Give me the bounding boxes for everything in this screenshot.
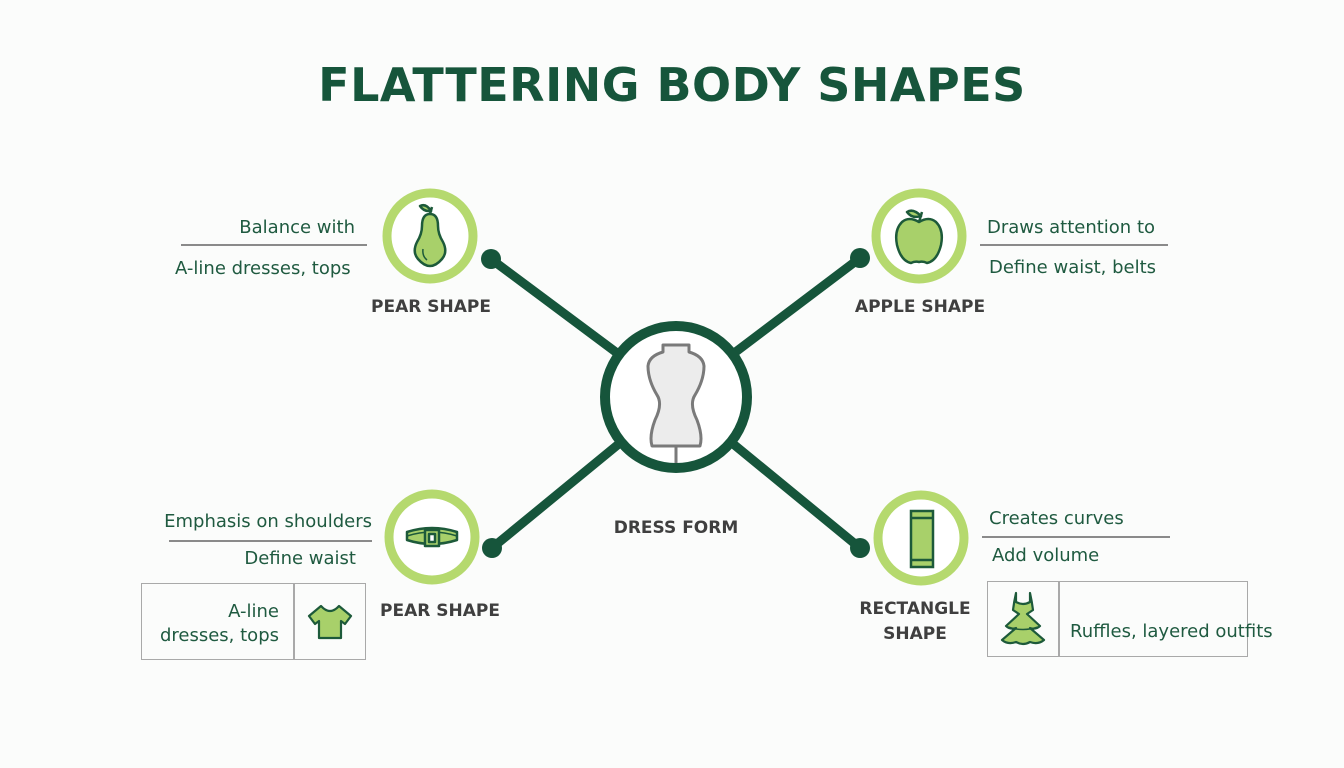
rect-line1: Creates curves — [989, 508, 1124, 529]
apple-icon — [894, 209, 944, 265]
belt-suggestion-box: A-line dresses, tops — [141, 583, 366, 660]
belt-icon — [405, 526, 459, 548]
belt-line1: Emphasis on shoulders — [164, 511, 372, 532]
belt-line2: Define waist — [244, 548, 356, 569]
page-title: FLATTERING BODY SHAPES — [318, 58, 1026, 112]
ruffle-dress-icon — [1000, 591, 1046, 646]
rectangle-icon — [909, 509, 935, 569]
rect-suggestion-box: Ruffles, layered outfits — [987, 581, 1273, 657]
rectangle-node — [873, 490, 969, 586]
top-shirt-icon — [307, 604, 353, 640]
apple-divider — [980, 244, 1168, 246]
pear-label: PEAR SHAPE — [371, 297, 491, 317]
apple-label: APPLE SHAPE — [854, 297, 986, 317]
dress-form-label: DRESS FORM — [613, 518, 739, 538]
center-node — [600, 321, 752, 473]
rect-label-2: SHAPE — [883, 624, 947, 644]
belt-node — [384, 489, 480, 585]
belt-divider — [169, 540, 372, 542]
pear-icon — [413, 203, 447, 268]
dot-top-right — [850, 248, 870, 268]
rect-line2: Add volume — [992, 545, 1100, 566]
dot-bottom-right — [850, 538, 870, 558]
belt-label: PEAR SHAPE — [380, 601, 500, 621]
connector-dots — [481, 248, 870, 558]
pear-line2: A-line dresses, tops — [175, 258, 351, 279]
rect-box-text: Ruffles, layered outfits — [1070, 621, 1273, 642]
rect-label-1: RECTANGLE — [859, 599, 971, 619]
belt-box-divider — [293, 584, 295, 659]
belt-box-text-1: A-line — [228, 601, 279, 622]
pear-line1: Balance with — [239, 217, 355, 238]
dress-form-icon — [646, 343, 706, 463]
rect-divider — [982, 536, 1170, 538]
apple-line1: Draws attention to — [987, 217, 1156, 238]
rect-box-divider — [1058, 582, 1060, 656]
pear-divider — [181, 244, 367, 246]
dot-top-left — [481, 249, 501, 269]
belt-box-text-2: dresses, tops — [159, 625, 279, 646]
dot-bottom-left — [482, 538, 502, 558]
apple-line2: Define waist, belts — [989, 257, 1157, 278]
pear-node — [382, 188, 478, 284]
apple-node — [871, 188, 967, 284]
